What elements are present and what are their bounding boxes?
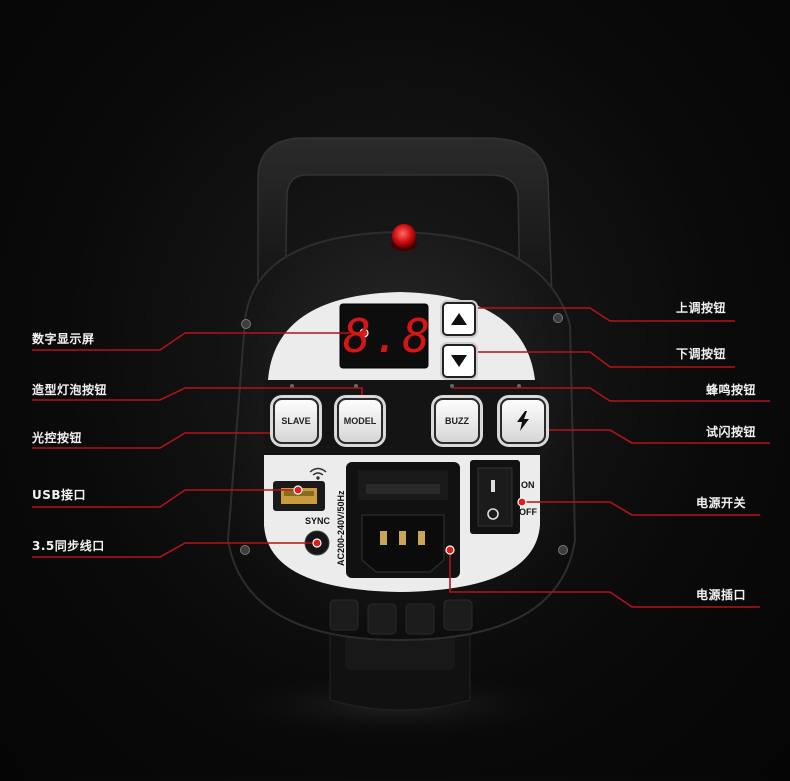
model-button[interactable]: MODEL bbox=[337, 398, 383, 444]
label-usb: USB接口 bbox=[32, 488, 87, 502]
label-modeling-lamp: 造型灯泡按钮 bbox=[32, 383, 108, 397]
label-power-socket: 电源插口 bbox=[696, 588, 747, 602]
ready-led bbox=[392, 224, 416, 248]
label-display: 数字显示屏 bbox=[32, 332, 95, 346]
buzz-button[interactable]: BUZZ bbox=[434, 398, 480, 444]
indicator-dots bbox=[290, 384, 521, 388]
digital-display-value: 8.8. bbox=[343, 309, 462, 363]
sync-label: SYNC bbox=[305, 516, 331, 526]
label-slave: 光控按钮 bbox=[32, 431, 83, 445]
voltage-label: AC200-240V/50Hz bbox=[336, 490, 346, 566]
test-flash-button[interactable] bbox=[500, 398, 546, 444]
off-label: OFF bbox=[519, 507, 537, 517]
up-button[interactable] bbox=[442, 302, 476, 336]
model-button-label: MODEL bbox=[343, 416, 377, 426]
body-ribs bbox=[329, 599, 473, 635]
lightning-icon bbox=[517, 411, 529, 431]
label-up: 上调按钮 bbox=[676, 301, 727, 315]
down-button[interactable] bbox=[442, 344, 476, 378]
label-test-flash: 试闪按钮 bbox=[706, 425, 757, 439]
label-down: 下调按钮 bbox=[676, 347, 727, 361]
slave-button[interactable]: SLAVE bbox=[273, 398, 319, 444]
triangle-up-icon bbox=[451, 313, 467, 325]
power-switch[interactable] bbox=[477, 467, 513, 527]
on-label: ON bbox=[521, 480, 535, 490]
callout-lines bbox=[32, 307, 770, 608]
buzz-button-label: BUZZ bbox=[445, 416, 469, 426]
triangle-down-icon bbox=[451, 355, 467, 367]
label-sync: 3.5同步线口 bbox=[32, 539, 105, 553]
screws bbox=[240, 313, 568, 555]
display-window bbox=[339, 303, 429, 369]
label-buzz: 蜂鸣按钮 bbox=[706, 383, 757, 397]
wifi-icon bbox=[309, 467, 327, 480]
label-power-switch: 电源开关 bbox=[696, 496, 747, 510]
ac-pins bbox=[380, 531, 425, 545]
slave-button-label: SLAVE bbox=[281, 416, 311, 426]
